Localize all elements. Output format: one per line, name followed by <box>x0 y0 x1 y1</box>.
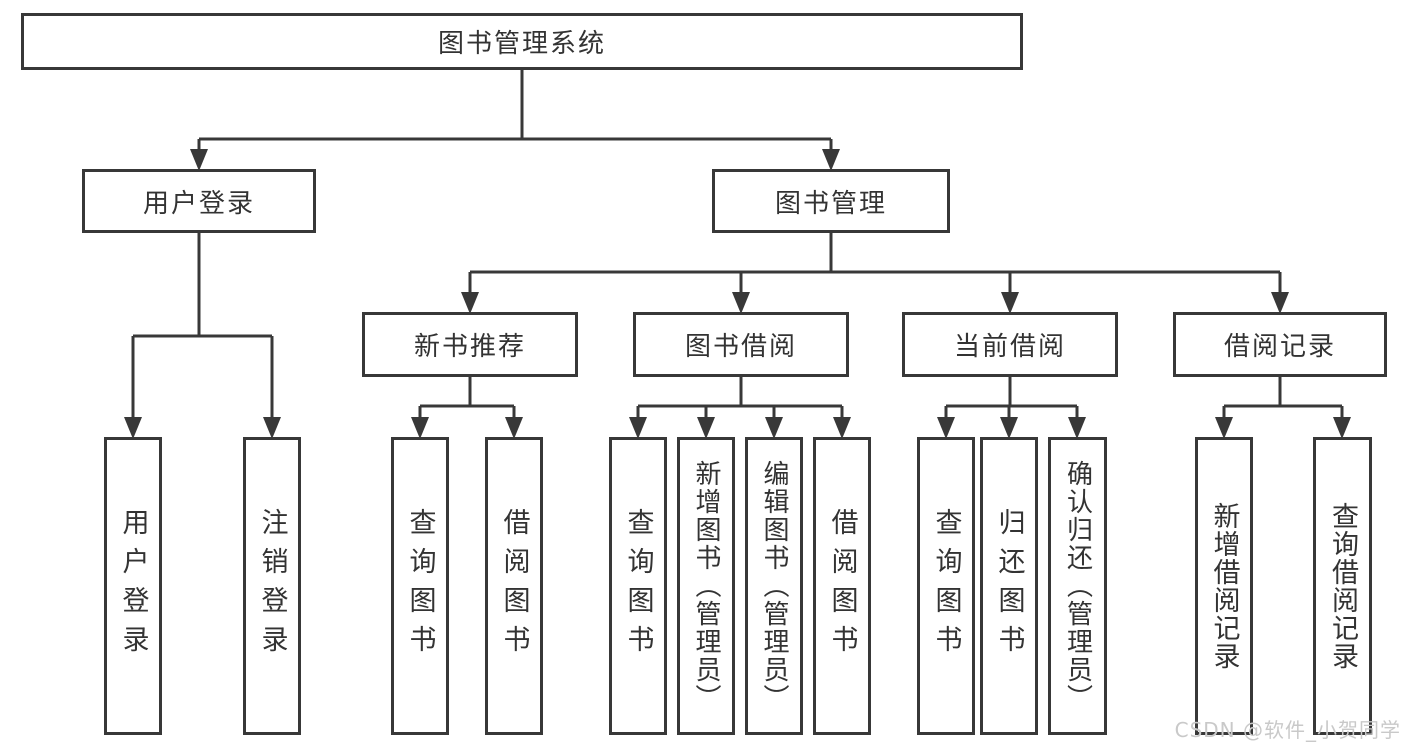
arrow-down-icon <box>1000 417 1018 439</box>
connector-borrow-to-leaves <box>636 377 844 420</box>
leaf-add-books-admin: 新增图书（管理员） <box>677 437 735 735</box>
leaf-return-books: 归还图书 <box>980 437 1038 735</box>
node-user-login: 用户登录 <box>82 169 316 233</box>
leaf-user-login: 用户登录 <box>104 437 162 735</box>
leaf-add-borrow-record: 新增借阅记录 <box>1195 437 1253 735</box>
node-new-book-recommend: 新书推荐 <box>362 312 578 377</box>
connector-root-to-level2 <box>197 70 833 151</box>
leaf-label: 查询借阅记录 <box>1327 502 1358 670</box>
arrow-down-icon <box>629 417 647 439</box>
leaf-borrow-books: 借阅图书 <box>813 437 871 735</box>
leaf-label: 借阅图书 <box>498 508 530 664</box>
node-book-borrowing: 图书借阅 <box>633 312 849 377</box>
leaf-query-books-recommend: 查询图书 <box>391 437 449 735</box>
arrow-down-icon <box>505 417 523 439</box>
connector-records-to-leaves <box>1222 377 1344 420</box>
leaf-logout: 注销登录 <box>243 437 301 735</box>
arrow-down-icon <box>461 292 479 314</box>
connector-bookmgmt-to-level3 <box>468 233 1282 294</box>
node-label: 当前借阅 <box>953 332 1066 362</box>
arrow-down-icon <box>1001 292 1019 314</box>
leaf-label: 确认归还（管理员） <box>1062 460 1093 712</box>
arrow-down-icon <box>411 417 429 439</box>
arrow-down-icon <box>765 417 783 439</box>
arrow-down-icon <box>1271 292 1289 314</box>
arrowheads <box>124 149 1351 439</box>
node-label: 图书管理 <box>774 188 887 219</box>
arrow-down-icon <box>732 292 750 314</box>
arrow-down-icon <box>1068 417 1086 439</box>
leaf-label: 编辑图书（管理员） <box>759 460 789 712</box>
node-label: 用户登录 <box>142 188 255 219</box>
leaf-query-books-current: 查询图书 <box>917 437 975 735</box>
leaf-label: 查询图书 <box>404 508 436 664</box>
leaf-label: 用户登录 <box>117 508 149 664</box>
arrow-down-icon <box>697 417 715 439</box>
connector-current-to-leaves <box>944 377 1079 420</box>
connector-newbook-to-leaves <box>418 377 516 420</box>
leaf-label: 查询图书 <box>930 508 962 664</box>
arrow-down-icon <box>1215 417 1233 439</box>
node-label: 新书推荐 <box>413 332 526 362</box>
arrow-down-icon <box>124 417 142 439</box>
node-library-system: 图书管理系统 <box>21 13 1023 70</box>
node-label: 借阅记录 <box>1223 332 1336 362</box>
leaf-label: 注销登录 <box>256 508 288 664</box>
node-label: 图书借阅 <box>684 332 797 362</box>
node-current-borrowing: 当前借阅 <box>902 312 1118 377</box>
arrow-down-icon <box>1333 417 1351 439</box>
arrow-down-icon <box>263 417 281 439</box>
leaf-label: 新增借阅记录 <box>1208 502 1240 670</box>
arrow-down-icon <box>190 149 208 171</box>
node-book-management: 图书管理 <box>712 169 950 233</box>
leaf-borrow-books-recommend: 借阅图书 <box>485 437 543 735</box>
arrow-down-icon <box>833 417 851 439</box>
leaf-label: 查询图书 <box>622 508 654 664</box>
arrow-down-icon <box>937 417 955 439</box>
leaf-query-books-borrow: 查询图书 <box>609 437 667 735</box>
leaf-confirm-return-admin: 确认归还（管理员） <box>1048 437 1107 735</box>
node-borrow-records: 借阅记录 <box>1173 312 1387 377</box>
leaf-label: 借阅图书 <box>826 508 858 664</box>
leaf-edit-books-admin: 编辑图书（管理员） <box>745 437 803 735</box>
connector-userlogin-to-leaves <box>131 233 274 420</box>
leaf-label: 归还图书 <box>993 508 1025 664</box>
node-label: 图书管理系统 <box>437 29 606 59</box>
leaf-label: 新增图书（管理员） <box>691 460 721 712</box>
watermark-text: CSDN @软件_小贺同学 <box>1174 718 1401 742</box>
arrow-down-icon <box>822 149 840 171</box>
leaf-query-borrow-record: 查询借阅记录 <box>1313 437 1372 735</box>
